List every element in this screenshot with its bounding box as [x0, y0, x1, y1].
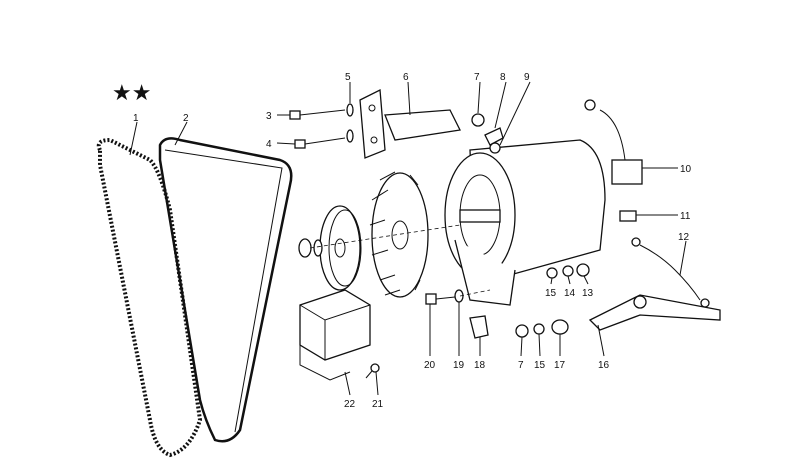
- callout-7-lower: 7: [518, 360, 524, 371]
- part-16-adjusting-bracket[interactable]: [588, 294, 721, 331]
- part-13-nut[interactable]: [576, 263, 590, 277]
- callout-17: 17: [554, 360, 566, 371]
- callout-16: 16: [598, 360, 610, 371]
- callout-20: 20: [424, 360, 436, 371]
- alternator-fan[interactable]: [369, 171, 429, 298]
- double-star-marker: ★★: [112, 80, 151, 105]
- callout-3: 3: [266, 111, 272, 122]
- callout-14: 14: [564, 288, 576, 299]
- callout-1: 1: [133, 113, 139, 124]
- callout-13: 13: [582, 288, 594, 299]
- callout-21: 21: [372, 399, 384, 410]
- part-20-bolt[interactable]: [425, 293, 456, 305]
- leader-lines: [129, 81, 687, 396]
- callout-8: 8: [500, 72, 506, 83]
- callout-5: 5: [345, 72, 351, 83]
- part-5-washer[interactable]: [346, 103, 354, 117]
- part-21-screw[interactable]: [365, 363, 380, 379]
- part-12-ground-cable[interactable]: [631, 237, 710, 308]
- callout-10: 10: [680, 164, 692, 175]
- part-17-bushing[interactable]: [551, 319, 569, 335]
- part-22-voltage-regulator[interactable]: [299, 289, 371, 381]
- alternator[interactable]: [444, 139, 606, 306]
- callout-19: 19: [453, 360, 465, 371]
- part-2-v-belt[interactable]: [158, 137, 293, 443]
- part-14-washer[interactable]: [562, 265, 574, 277]
- pulley-nut[interactable]: [298, 238, 312, 258]
- callout-9: 9: [524, 72, 530, 83]
- callout-11: 11: [680, 211, 691, 222]
- part-7-nut-lower[interactable]: [515, 324, 529, 338]
- part-4-bolt[interactable]: [294, 137, 346, 149]
- callout-4: 4: [266, 139, 272, 150]
- pulley-washer[interactable]: [313, 239, 323, 257]
- callout-2: 2: [183, 113, 189, 124]
- part-10-connector[interactable]: [584, 99, 643, 185]
- part-7-nut[interactable]: [471, 113, 485, 127]
- part-6-bracket[interactable]: [359, 88, 461, 159]
- callout-15-lower: 15: [534, 360, 546, 371]
- callout-12: 12: [678, 232, 690, 243]
- part-15-washer[interactable]: [546, 267, 558, 279]
- callout-6: 6: [403, 72, 409, 83]
- callout-18: 18: [474, 360, 486, 371]
- callout-22: 22: [344, 399, 356, 410]
- part-15-washer-lower[interactable]: [533, 323, 545, 335]
- part-1-toothed-belt[interactable]: [96, 137, 203, 458]
- part-3-bolt[interactable]: [289, 109, 346, 120]
- part-11-sleeve[interactable]: [619, 210, 637, 222]
- callout-7: 7: [474, 72, 480, 83]
- part-18-clip[interactable]: [469, 315, 489, 339]
- alternator-pulley[interactable]: [319, 205, 362, 291]
- callout-15: 15: [545, 288, 557, 299]
